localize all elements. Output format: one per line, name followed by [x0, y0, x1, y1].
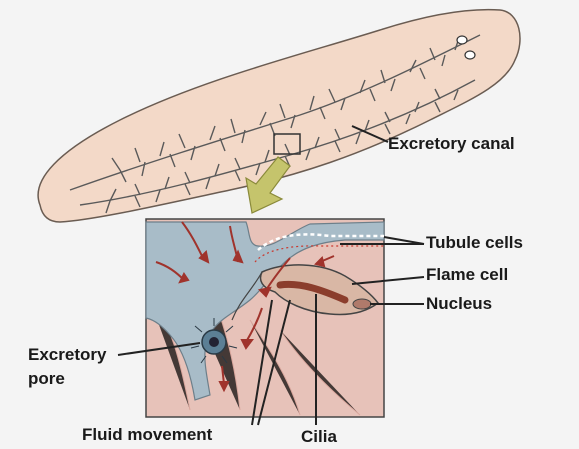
label-excretory-canal: Excretory canal [388, 134, 515, 153]
detail-panel [146, 219, 384, 417]
label-fluid-movement: Fluid movement [82, 425, 212, 444]
label-cilia: Cilia [301, 427, 337, 446]
label-flame-cell: Flame cell [426, 265, 508, 284]
label-excretory-pore-line2: pore [28, 369, 65, 388]
label-nucleus: Nucleus [426, 294, 492, 313]
label-tubule-cells: Tubule cells [426, 233, 523, 252]
label-excretory-pore-line1: Excretory [28, 345, 106, 364]
flatworm-body [38, 10, 520, 222]
nucleus [353, 299, 371, 309]
